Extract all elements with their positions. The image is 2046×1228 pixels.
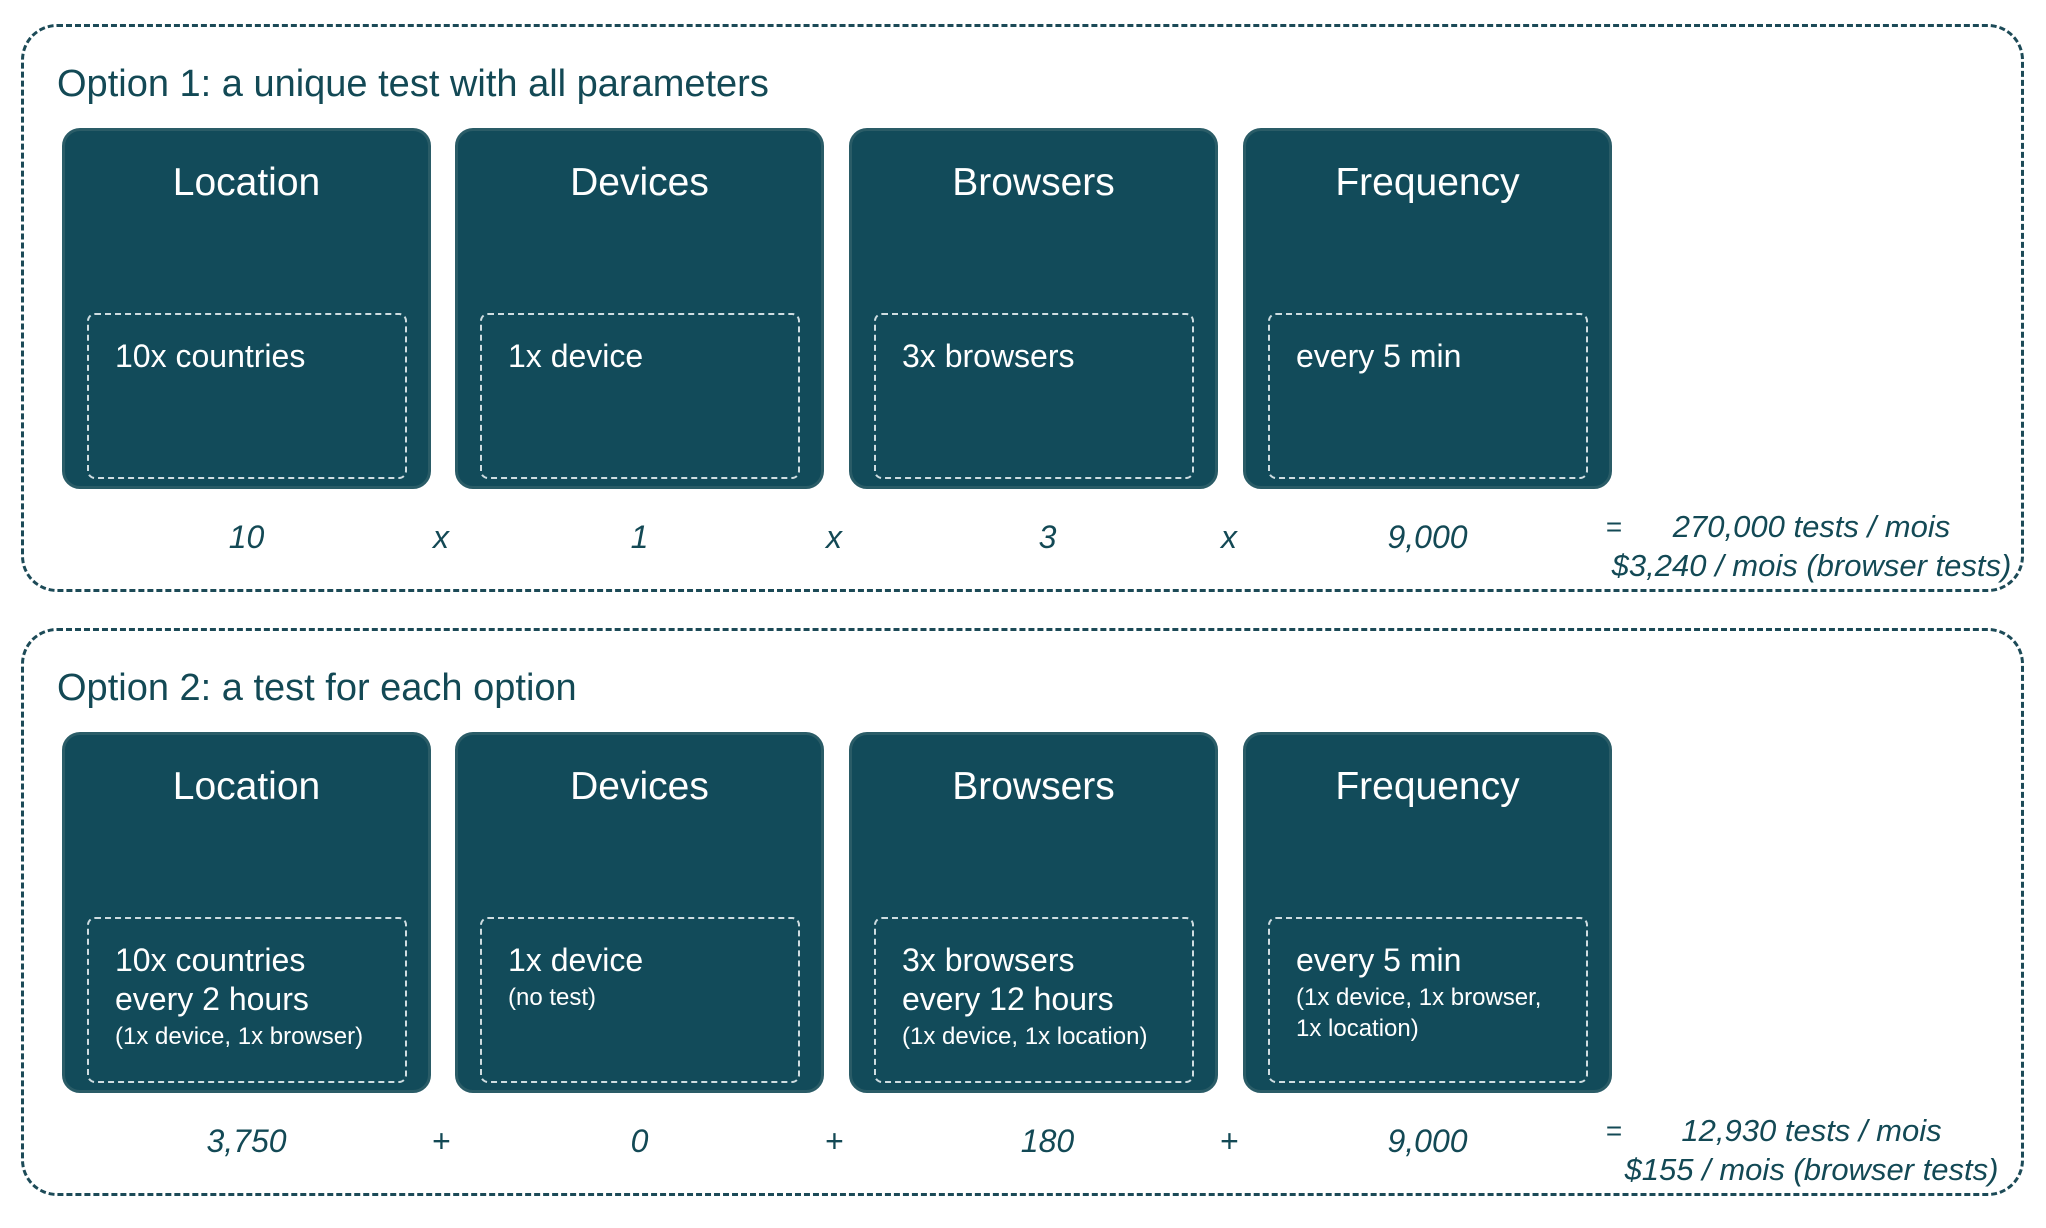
card-detail-sub: (no test) (508, 984, 597, 1011)
card-detail-box: every 5 min (1x device, 1x browser, 1x l… (1268, 917, 1588, 1083)
frequency-card: Frequency every 5 min (1x device, 1x bro… (1243, 732, 1612, 1093)
frequency-value: 9,000 (1387, 519, 1468, 555)
card-detail-main: every 5 min (1296, 942, 1462, 978)
frequency-card: Frequency every 5 min (1243, 128, 1612, 489)
card-title: Frequency (1335, 765, 1520, 808)
devices-card: Devices 1x device (455, 128, 824, 489)
operator: + (1219, 1123, 1239, 1159)
card-detail-main: 1x device (508, 942, 644, 978)
option-title: Option 2: a test for each option (57, 667, 577, 709)
card-detail-main: 3x browsers every 12 hours (902, 942, 1114, 1017)
option-1-panel: Option 1: a unique test with all paramet… (21, 24, 2024, 592)
devices-value: 0 (630, 1123, 649, 1159)
operator: x (433, 519, 449, 555)
operator: + (431, 1123, 451, 1159)
result-tests: 270,000 tests / mois (1672, 509, 1951, 544)
equals-sign: = (1605, 511, 1623, 542)
operator: x (1221, 519, 1237, 555)
card-detail-box: every 5 min (1268, 313, 1588, 479)
card-detail-main: 3x browsers (902, 338, 1075, 374)
result-tests: 12,930 tests / mois (1681, 1113, 1942, 1148)
browsers-value: 180 (1020, 1123, 1075, 1159)
result-cost: $3,240 / mois (browser tests) (1611, 548, 2012, 583)
browsers-value: 3 (1038, 519, 1057, 555)
card-detail-sub: (1x device, 1x browser, 1x location) (1296, 984, 1542, 1042)
result-cost: $155 / mois (browser tests) (1624, 1152, 1999, 1187)
card-detail-main: 1x device (508, 338, 644, 374)
location-value: 3,750 (206, 1123, 287, 1159)
card-detail-box: 1x device (no test) (480, 917, 800, 1083)
card-title: Browsers (952, 765, 1115, 808)
devices-card: Devices 1x device (no test) (455, 732, 824, 1093)
operator: + (824, 1123, 844, 1159)
card-detail-box: 3x browsers (874, 313, 1194, 479)
card-detail-main: every 5 min (1296, 338, 1462, 374)
card-detail-box: 10x countries every 2 hours (1x device, … (87, 917, 407, 1083)
card-detail-sub: (1x device, 1x location) (902, 1023, 1148, 1050)
card-detail-sub: (1x device, 1x browser) (115, 1023, 364, 1050)
card-detail-main: 10x countries every 2 hours (115, 942, 309, 1017)
browsers-card: Browsers 3x browsers every 12 hours (1x … (849, 732, 1218, 1093)
location-card: Location 10x countries every 2 hours (1x… (62, 732, 431, 1093)
card-title: Browsers (952, 161, 1115, 204)
option-title: Option 1: a unique test with all paramet… (57, 63, 769, 105)
card-title: Location (172, 161, 321, 204)
card-title: Devices (570, 765, 709, 808)
browsers-card: Browsers 3x browsers (849, 128, 1218, 489)
card-detail-box: 3x browsers every 12 hours (1x device, 1… (874, 917, 1194, 1083)
card-detail-box: 10x countries (87, 313, 407, 479)
location-card: Location 10x countries (62, 128, 431, 489)
card-detail-main: 10x countries (115, 338, 306, 374)
operator: x (826, 519, 842, 555)
card-title: Location (172, 765, 321, 808)
card-title: Frequency (1335, 161, 1520, 204)
equals-sign: = (1605, 1115, 1623, 1146)
frequency-value: 9,000 (1387, 1123, 1468, 1159)
option-2-panel: Option 2: a test for each option Locatio… (21, 628, 2024, 1196)
location-value: 10 (228, 519, 265, 555)
card-detail-box: 1x device (480, 313, 800, 479)
devices-value: 1 (630, 519, 649, 555)
card-title: Devices (570, 161, 709, 204)
